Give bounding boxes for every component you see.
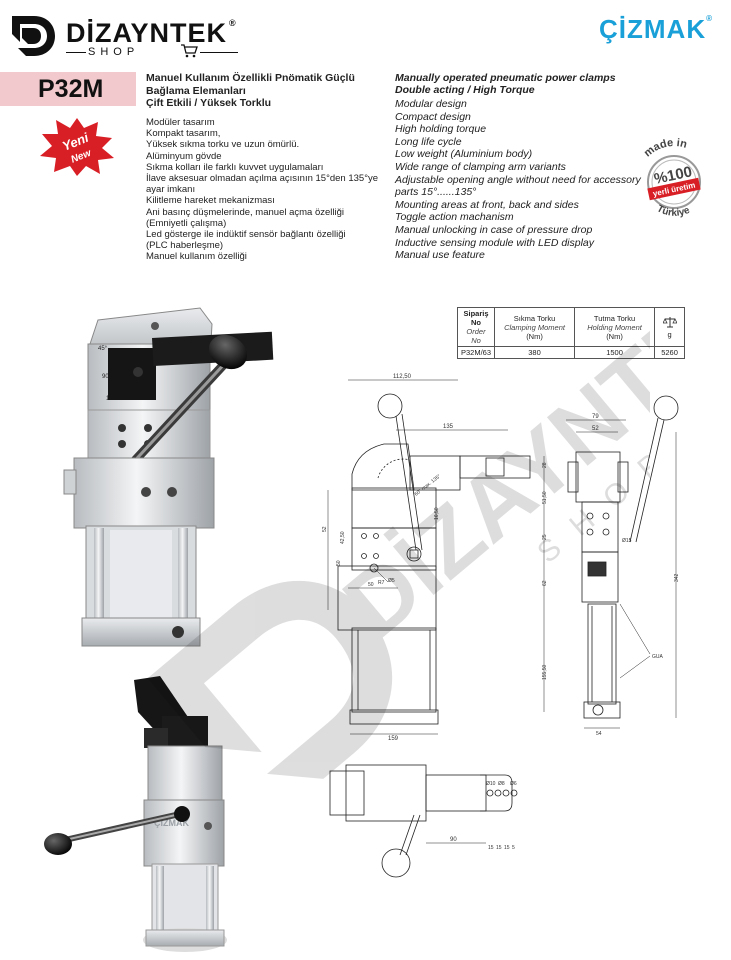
turkish-feature-list: Modüler tasarım Kompakt tasarım, Yüksek … — [146, 117, 379, 263]
stamp-bottom-text: Türkiye — [655, 203, 692, 219]
svg-text:15: 15 — [488, 845, 494, 851]
list-item: Toggle action machanism — [395, 211, 514, 224]
dizayntek-logo: DİZAYNTEK® SHOP — [8, 8, 258, 64]
stamp-top-text: made in — [642, 137, 689, 160]
list-item: (Emniyetli çalışma) — [146, 217, 227, 229]
angle-label-90: 90° — [102, 374, 112, 380]
svg-text:112,50: 112,50 — [393, 374, 412, 380]
svg-text:50: 50 — [336, 560, 342, 566]
svg-text:155,50: 155,50 — [542, 664, 548, 680]
made-in-turkiye-stamp: made in Türkiye %100 yerli üretim — [642, 137, 701, 219]
engraving-text: ÇİZMAK — [154, 818, 189, 828]
list-item: Inductive sensing module with LED displa… — [395, 236, 595, 249]
brand-sub: SHOP — [88, 46, 140, 58]
svg-text:60° max. 135°: 60° max. 135° — [414, 473, 443, 497]
list-item: parts 15°......135° — [395, 186, 477, 199]
technical-drawing-front: 112,50 135 60° max. 135° R7 Ø5 50 159 28… — [322, 374, 548, 742]
list-item: Ani basınç düşmelerinde, manuel açma öze… — [146, 206, 345, 218]
svg-text:135: 135 — [443, 424, 454, 430]
model-badge: P32M — [0, 72, 136, 106]
svg-text:25: 25 — [542, 534, 548, 540]
list-item: Modular design — [395, 98, 467, 110]
gua-label: GUA — [652, 654, 664, 660]
spec-col-weight: g — [654, 307, 686, 347]
product-photo-main: 45° 90° 135° — [63, 307, 274, 647]
cizmak-logo: ÇİZMAK® — [599, 14, 713, 44]
list-item: Kilitleme hareket mekanizması — [146, 195, 275, 207]
table-row: P32M/63 380 1500 5260 — [456, 346, 686, 359]
svg-text:51,50: 51,50 — [542, 491, 548, 504]
svg-text:16,50: 16,50 — [434, 507, 440, 520]
list-item: Compact design — [395, 110, 471, 123]
svg-text:Ø5: Ø5 — [388, 578, 395, 584]
english-feature-list: Modular design Compact design High holdi… — [395, 98, 641, 262]
list-item: Low weight (Aluminium body) — [395, 148, 533, 161]
list-item: Modüler tasarım — [146, 117, 215, 128]
list-item: (PLC haberleşme) — [146, 240, 224, 252]
svg-text:342: 342 — [674, 573, 680, 582]
list-item: Mounting areas at front, back and sides — [395, 198, 579, 211]
product-photo-secondary: ÇİZMAK — [44, 676, 227, 952]
list-item: Alüminyum gövde — [146, 150, 222, 162]
angle-label-45: 45° — [98, 346, 108, 352]
list-item: Sıkma kolları ile farklı kuvvet uygulama… — [146, 161, 324, 173]
list-item: Wide range of clamping arm variants — [395, 160, 566, 173]
svg-text:Ø8: Ø8 — [498, 781, 505, 787]
english-title: Manually operated pneumatic power clamps… — [395, 72, 616, 96]
svg-text:90: 90 — [450, 837, 457, 843]
svg-text:Ø15: Ø15 — [622, 538, 632, 544]
list-item: İlave aksesuar olmadan açılma açısının 1… — [146, 173, 379, 185]
svg-text:52: 52 — [592, 426, 599, 432]
svg-text:Ø10: Ø10 — [486, 781, 496, 787]
svg-text:Ø6: Ø6 — [510, 781, 517, 787]
new-starburst-badge: Yeni New — [40, 118, 114, 176]
dizayntek-logo-mark-icon — [12, 16, 55, 56]
list-item: Led gösterge ile indüktif sensör bağlant… — [146, 229, 346, 241]
svg-text:50: 50 — [368, 582, 374, 588]
svg-text:15: 15 — [496, 845, 502, 851]
list-item: ayar imkanı — [146, 184, 196, 196]
list-item: Adjustable opening angle without need fo… — [395, 173, 641, 186]
shop-divider-left — [66, 52, 86, 53]
svg-text:28: 28 — [542, 462, 548, 468]
model-code: P32M — [38, 75, 104, 103]
scale-icon — [661, 316, 678, 327]
svg-text:5: 5 — [512, 845, 515, 851]
svg-text:159: 159 — [388, 736, 399, 742]
cart-icon — [181, 44, 198, 58]
brand-name: DİZAYNTEK® — [66, 18, 237, 48]
list-item: Manual use feature — [395, 249, 485, 262]
list-item: Yüksek sıkma torku ve uzun ömürlü. — [146, 139, 300, 151]
list-item: High holding torque — [395, 123, 487, 136]
svg-text:52: 52 — [322, 526, 328, 532]
svg-text:54: 54 — [596, 731, 602, 737]
svg-text:62: 62 — [542, 580, 548, 586]
list-item: Manual unlocking in case of pressure dro… — [395, 223, 593, 236]
shop-divider-right — [200, 52, 238, 53]
turkish-title: Manuel Kullanım Özellikli Pnömatik Güçlü… — [146, 72, 355, 109]
svg-text:42,50: 42,50 — [340, 531, 346, 544]
technical-drawing-top: 90 15 15 15 5 Ø10 Ø8 Ø6 — [329, 764, 518, 878]
stamp-ribbon — [647, 177, 701, 201]
svg-text:R7: R7 — [378, 580, 385, 586]
list-item: Long life cycle — [395, 135, 462, 148]
list-item: Manuel kullanım özelliği — [146, 251, 247, 263]
svg-text:15: 15 — [504, 845, 510, 851]
list-item: Kompakt tasarım, — [146, 128, 221, 140]
svg-text:79: 79 — [592, 414, 599, 420]
technical-drawing-side: 79 52 GUA Ø15 342 54 — [566, 395, 680, 737]
